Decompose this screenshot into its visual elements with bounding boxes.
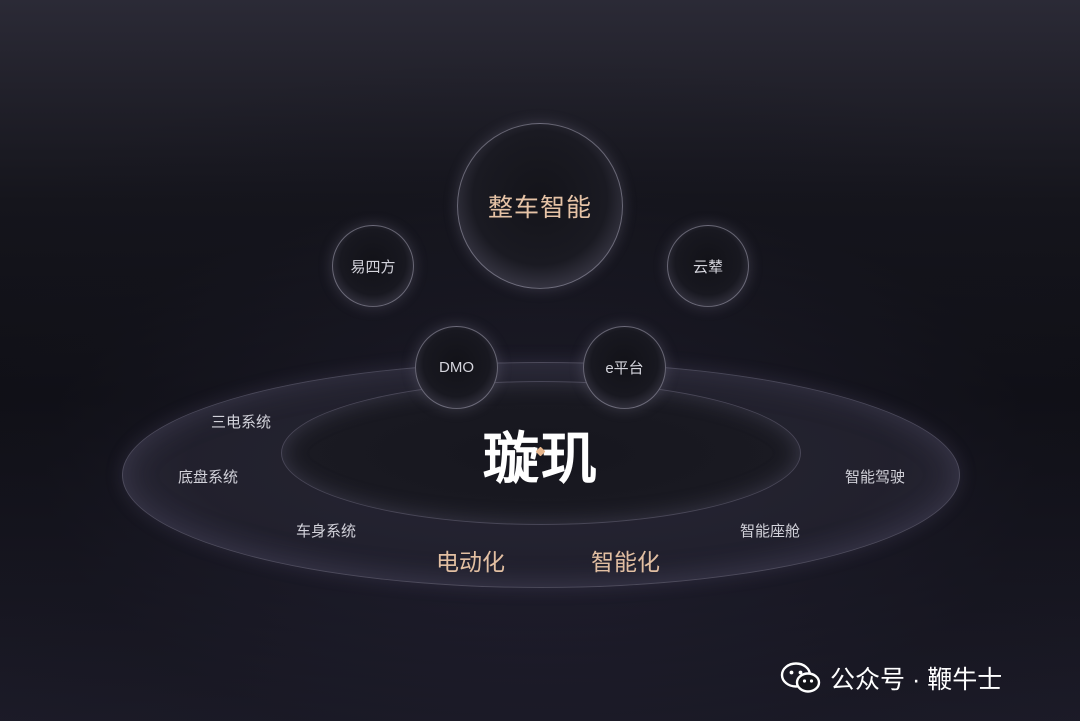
label-body: 车身系统: [296, 523, 357, 540]
bubble-dmo-label: DMO: [439, 359, 474, 376]
label-three-electric: 三电系统: [211, 414, 272, 431]
bubble-dmo: DMO: [415, 326, 498, 409]
bubble-left-label: 易四方: [350, 258, 396, 276]
bubble-yunnian: 云辇: [667, 225, 749, 307]
label-smart-cockpit: 智能座舱: [740, 523, 801, 540]
bubble-main-label: 整车智能: [487, 194, 592, 222]
bubble-right-label: 云辇: [692, 258, 723, 276]
bubble-e-platform: e平台: [583, 326, 666, 409]
bubble-vehicle-intelligence: 整车智能: [457, 123, 623, 289]
brand-text: 璇玑: [483, 426, 599, 492]
label-electrification: 电动化: [436, 549, 505, 575]
brand-logo: 璇玑: [466, 418, 616, 492]
bubble-yisifang: 易四方: [332, 225, 414, 307]
wechat-icon: [780, 662, 821, 693]
watermark: 公众号 · 鞭牛士: [780, 658, 1002, 698]
bubble-e-platform-label: e平台: [605, 360, 644, 377]
label-smart-driving: 智能驾驶: [845, 469, 906, 486]
watermark-text: 公众号 · 鞭牛士: [830, 666, 1003, 694]
label-chassis: 底盘系统: [178, 469, 239, 486]
label-intelligence: 智能化: [591, 549, 660, 575]
